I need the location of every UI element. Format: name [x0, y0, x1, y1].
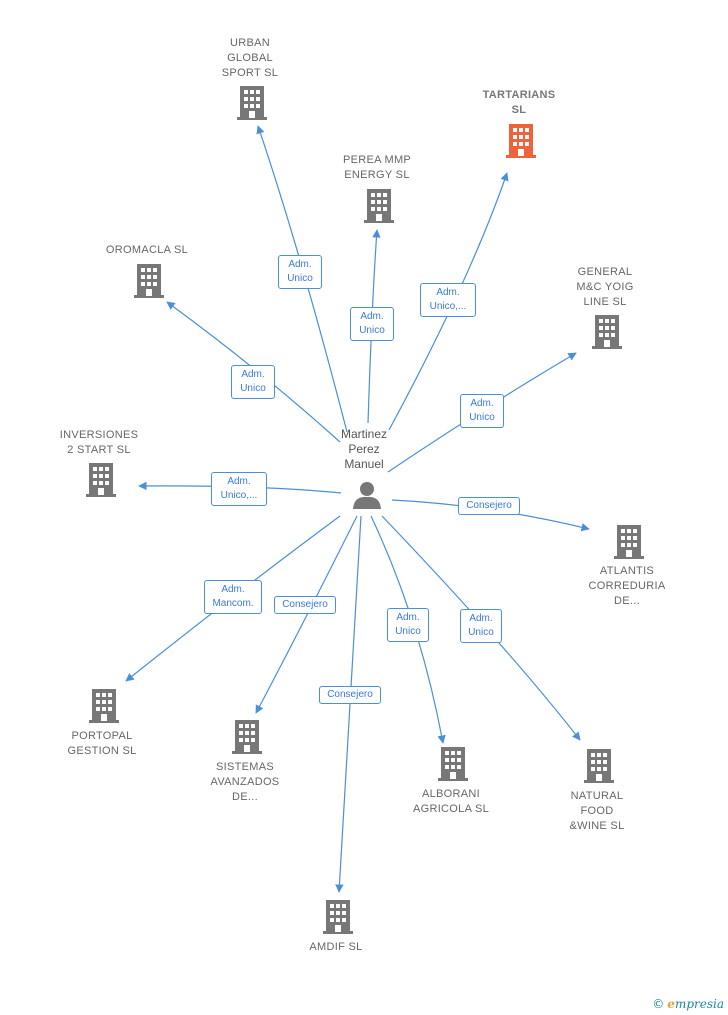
edge-label-perea[interactable]: Adm. Unico: [350, 307, 394, 341]
building-icon[interactable]: [364, 189, 394, 223]
edge-label-general[interactable]: Adm. Unico: [460, 394, 504, 428]
node-label-oromacla[interactable]: OROMACLA SL: [105, 244, 189, 256]
building-icon[interactable]: [232, 720, 262, 754]
node-label-natural[interactable]: NATURAL FOOD &WINE SL: [569, 790, 625, 832]
building-icon[interactable]: [584, 749, 614, 783]
edge-label-alborani[interactable]: Adm. Unico: [387, 608, 429, 642]
node-label-atlantis[interactable]: ATLANTIS CORREDURIA DE...: [588, 565, 666, 607]
building-icon[interactable]: [438, 747, 468, 781]
edge-label-urban[interactable]: Adm. Unico: [278, 255, 322, 289]
node-label-general[interactable]: GENERAL M&C YOIG LINE SL: [576, 266, 634, 308]
building-icon[interactable]: [323, 900, 353, 934]
building-icon[interactable]: [134, 264, 164, 298]
node-label-amdif[interactable]: AMDIF SL: [309, 941, 363, 953]
icons-layer: [86, 86, 644, 934]
building-icon[interactable]: [592, 315, 622, 349]
node-label-urban[interactable]: URBAN GLOBAL SPORT SL: [221, 37, 279, 79]
edge-label-inversiones[interactable]: Adm. Unico,...: [211, 472, 267, 506]
edge-label-natural[interactable]: Adm. Unico: [460, 609, 502, 643]
building-icon[interactable]: [614, 525, 644, 559]
edge-label-amdif[interactable]: Consejero: [319, 686, 381, 704]
node-label-portopal[interactable]: PORTOPAL GESTION SL: [67, 730, 137, 757]
edge-label-atlantis[interactable]: Consejero: [458, 497, 520, 515]
node-label-inversiones[interactable]: INVERSIONES 2 START SL: [59, 429, 139, 456]
person-label[interactable]: Martinez Perez Manuel: [340, 427, 387, 471]
edge-label-sistemas[interactable]: Consejero: [274, 596, 336, 614]
person-icon[interactable]: [353, 482, 381, 509]
edge-sistemas: [255, 515, 358, 714]
node-label-sistemas[interactable]: SISTEMAS AVANZADOS DE...: [210, 761, 280, 803]
brand-name: mpresia: [674, 997, 724, 1011]
brand-footer: ©empresia: [652, 997, 724, 1011]
copyright-icon: ©: [652, 997, 665, 1011]
brand-logo-e: e: [667, 997, 675, 1011]
building-icon[interactable]: [506, 124, 536, 158]
edge-amdif: [335, 515, 362, 893]
edge-label-oromacla[interactable]: Adm. Unico: [231, 365, 275, 399]
building-icon[interactable]: [86, 463, 116, 497]
building-icon[interactable]: [89, 689, 119, 723]
node-label-perea[interactable]: PEREA MMP ENERGY SL: [342, 154, 412, 181]
building-icon[interactable]: [237, 86, 267, 120]
edge-label-portopal[interactable]: Adm. Mancom.: [204, 580, 262, 614]
node-label-tartarians[interactable]: TARTARIANS SL: [482, 89, 556, 116]
node-label-alborani[interactable]: ALBORANI AGRICOLA SL: [412, 788, 490, 815]
edge-label-tartarians[interactable]: Adm. Unico,...: [420, 283, 476, 317]
